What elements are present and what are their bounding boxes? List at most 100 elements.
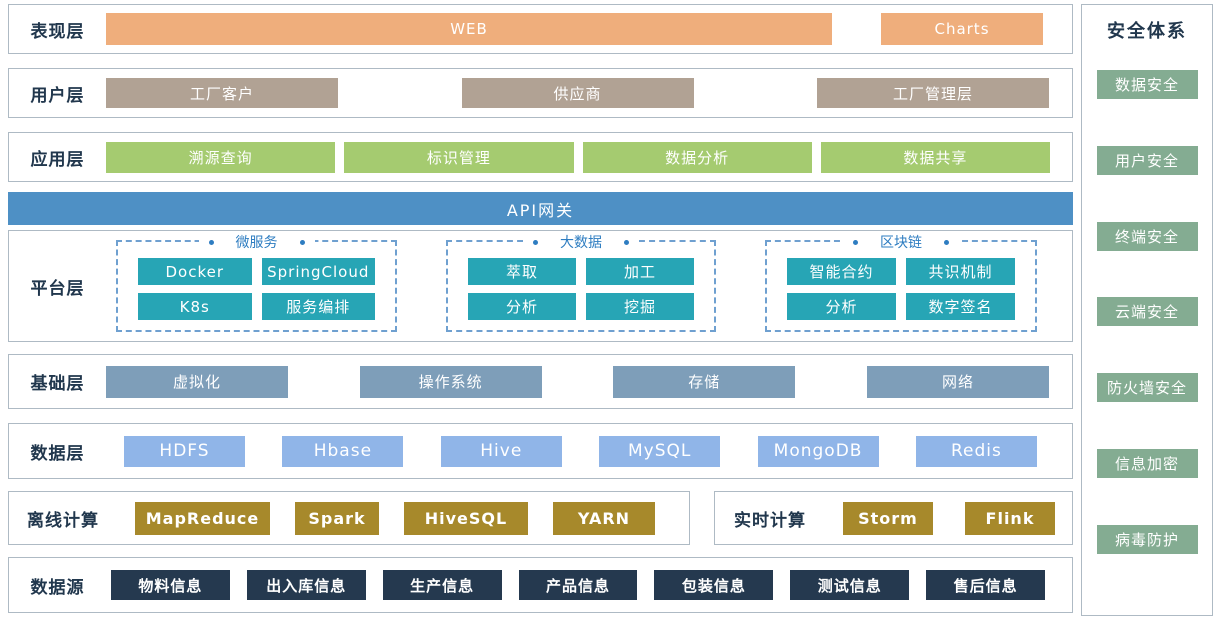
- box-hdfs: HDFS: [124, 435, 245, 467]
- layer-source-items: 物料信息 出入库信息 生产信息 产品信息 包装信息 测试信息 售后信息: [106, 570, 1072, 600]
- box-os: 操作系统: [359, 365, 542, 398]
- layer-application: 应用层 溯源查询 标识管理 数据分析 数据共享: [8, 132, 1073, 182]
- box-data-sharing: 数据共享: [820, 141, 1050, 173]
- layer-data-label: 数据层: [30, 443, 85, 464]
- box-storage: 存储: [613, 365, 796, 398]
- box-mongodb: MongoDB: [757, 435, 879, 467]
- group-blockchain-title: 区块链: [843, 232, 959, 252]
- group-bigdata-boxes: 萃取 加工 分析 挖掘: [468, 258, 694, 320]
- dot-icon: [299, 239, 305, 245]
- security-panel-items: 数据安全 用户安全 终端安全 云端安全 防火墙安全 信息加密 病毒防护: [1082, 47, 1212, 577]
- layer-data-items: HDFS Hbase Hive MySQL MongoDB Redis: [106, 435, 1072, 467]
- security-item-cloud: 云端安全: [1096, 297, 1198, 327]
- group-microservices-title-text: 微服务: [235, 235, 278, 251]
- security-item-terminal: 终端安全: [1096, 221, 1198, 251]
- box-testing-info: 测试信息: [790, 570, 910, 600]
- layer-infrastructure-items: 虚拟化 操作系统 存储 网络: [106, 365, 1072, 398]
- security-item-encryption: 信息加密: [1096, 448, 1198, 478]
- box-material-info: 物料信息: [111, 570, 230, 600]
- box-mysql: MySQL: [599, 435, 721, 467]
- box-hbase: Hbase: [282, 435, 404, 467]
- box-trace-query: 溯源查询: [106, 141, 336, 173]
- layer-user-label: 用户层: [30, 85, 85, 106]
- layer-application-label: 应用层: [30, 149, 85, 170]
- box-consensus: 共识机制: [906, 258, 1015, 285]
- dot-icon: [853, 239, 858, 245]
- security-panel: 安全体系 数据安全 用户安全 终端安全 云端安全 防火墙安全 信息加密 病毒防护: [1081, 4, 1213, 616]
- box-storm: Storm: [843, 501, 933, 535]
- group-bigdata: 大数据 萃取 加工 分析 挖掘: [446, 232, 716, 332]
- group-microservices-title: 微服务: [198, 232, 315, 252]
- dot-icon: [533, 239, 538, 245]
- layer-infrastructure-label: 基础层: [30, 374, 85, 394]
- box-hivesql: HiveSQL: [404, 501, 528, 535]
- box-packaging-info: 包装信息: [654, 570, 774, 600]
- box-mine: 挖掘: [586, 293, 694, 320]
- layer-user: 用户层 工厂客户 供应商 工厂管理层: [8, 68, 1073, 118]
- layer-presentation: 表现层 WEB Charts: [8, 4, 1073, 54]
- box-extract: 萃取: [468, 258, 576, 285]
- security-item-data: 数据安全: [1096, 70, 1198, 100]
- box-digital-signature: 数字签名: [906, 293, 1015, 320]
- box-web: WEB: [106, 13, 832, 45]
- layer-user-items: 工厂客户 供应商 工厂管理层: [106, 78, 1072, 108]
- security-panel-title: 安全体系: [1107, 21, 1187, 42]
- group-bigdata-title: 大数据: [523, 232, 639, 252]
- box-factory-management: 工厂管理层: [817, 78, 1049, 108]
- box-spark: Spark: [295, 501, 379, 535]
- group-blockchain: 区块链 智能合约 共识机制 分析 数字签名: [765, 232, 1037, 332]
- layer-presentation-label: 表现层: [30, 21, 85, 42]
- group-blockchain-title-text: 区块链: [880, 235, 922, 251]
- layer-platform-label: 平台层: [30, 278, 85, 299]
- box-flink: Flink: [965, 501, 1055, 535]
- box-production-info: 生产信息: [382, 570, 502, 600]
- box-inout-warehouse-info: 出入库信息: [246, 570, 366, 600]
- box-docker: Docker: [138, 258, 252, 285]
- realtime-computing-items: Storm Flink: [825, 501, 1072, 535]
- box-aftersales-info: 售后信息: [926, 570, 1046, 600]
- box-hive: Hive: [440, 435, 562, 467]
- box-yarn: YARN: [553, 501, 655, 535]
- box-redis: Redis: [915, 435, 1037, 467]
- box-data-analysis: 数据分析: [582, 141, 812, 173]
- realtime-computing-label: 实时计算: [734, 510, 806, 531]
- box-charts: Charts: [881, 13, 1043, 45]
- layers-column: 表现层 WEB Charts 用户层 工厂客户 供应商 工厂管理层 应用层 溯源…: [8, 4, 1073, 616]
- box-supplier: 供应商: [461, 78, 694, 108]
- box-smart-contract: 智能合约: [787, 258, 896, 285]
- box-process: 加工: [586, 258, 694, 285]
- layer-source-label: 数据源: [30, 577, 85, 598]
- offline-computing-items: MapReduce Spark HiveSQL YARN: [117, 501, 689, 535]
- security-item-user: 用户安全: [1096, 146, 1198, 176]
- dot-icon: [624, 239, 629, 245]
- box-virtualization: 虚拟化: [106, 365, 288, 398]
- section-realtime-computing: 实时计算 Storm Flink: [714, 491, 1073, 545]
- box-chain-analysis: 分析: [787, 293, 896, 320]
- box-service-orchestration: 服务编排: [261, 293, 375, 320]
- box-product-info: 产品信息: [518, 570, 638, 600]
- group-microservices-boxes: Docker SpringCloud K8s 服务编排: [138, 258, 375, 320]
- security-item-antivirus: 病毒防护: [1096, 524, 1198, 554]
- layer-infrastructure: 基础层 虚拟化 操作系统 存储 网络: [8, 354, 1073, 409]
- offline-computing-label: 离线计算: [27, 510, 99, 531]
- box-network: 网络: [866, 365, 1049, 398]
- layer-presentation-items: WEB Charts: [106, 13, 1072, 45]
- layer-application-items: 溯源查询 标识管理 数据分析 数据共享: [106, 141, 1072, 173]
- dot-icon: [208, 239, 214, 245]
- group-microservices: 微服务 Docker SpringCloud K8s 服务编排: [116, 232, 397, 332]
- security-item-firewall: 防火墙安全: [1096, 373, 1198, 403]
- group-bigdata-title-text: 大数据: [560, 235, 602, 251]
- box-springcloud: SpringCloud: [261, 258, 375, 285]
- box-k8s: K8s: [138, 293, 252, 320]
- layer-source: 数据源 物料信息 出入库信息 生产信息 产品信息 包装信息 测试信息 售后信息: [8, 557, 1073, 613]
- box-id-management: 标识管理: [344, 141, 574, 173]
- box-factory-customer: 工厂客户: [106, 78, 338, 108]
- section-offline-computing: 离线计算 MapReduce Spark HiveSQL YARN: [8, 491, 690, 545]
- box-mapreduce: MapReduce: [135, 501, 270, 535]
- api-gateway-bar: API网关: [8, 192, 1073, 225]
- layer-platform-items: 微服务 Docker SpringCloud K8s 服务编排 大数据: [106, 232, 1072, 332]
- layer-computing: 离线计算 MapReduce Spark HiveSQL YARN 实时计算 S…: [8, 491, 1073, 545]
- dot-icon: [944, 239, 949, 245]
- layer-platform: 平台层 微服务 Docker SpringCloud K8s 服务编排: [8, 230, 1073, 342]
